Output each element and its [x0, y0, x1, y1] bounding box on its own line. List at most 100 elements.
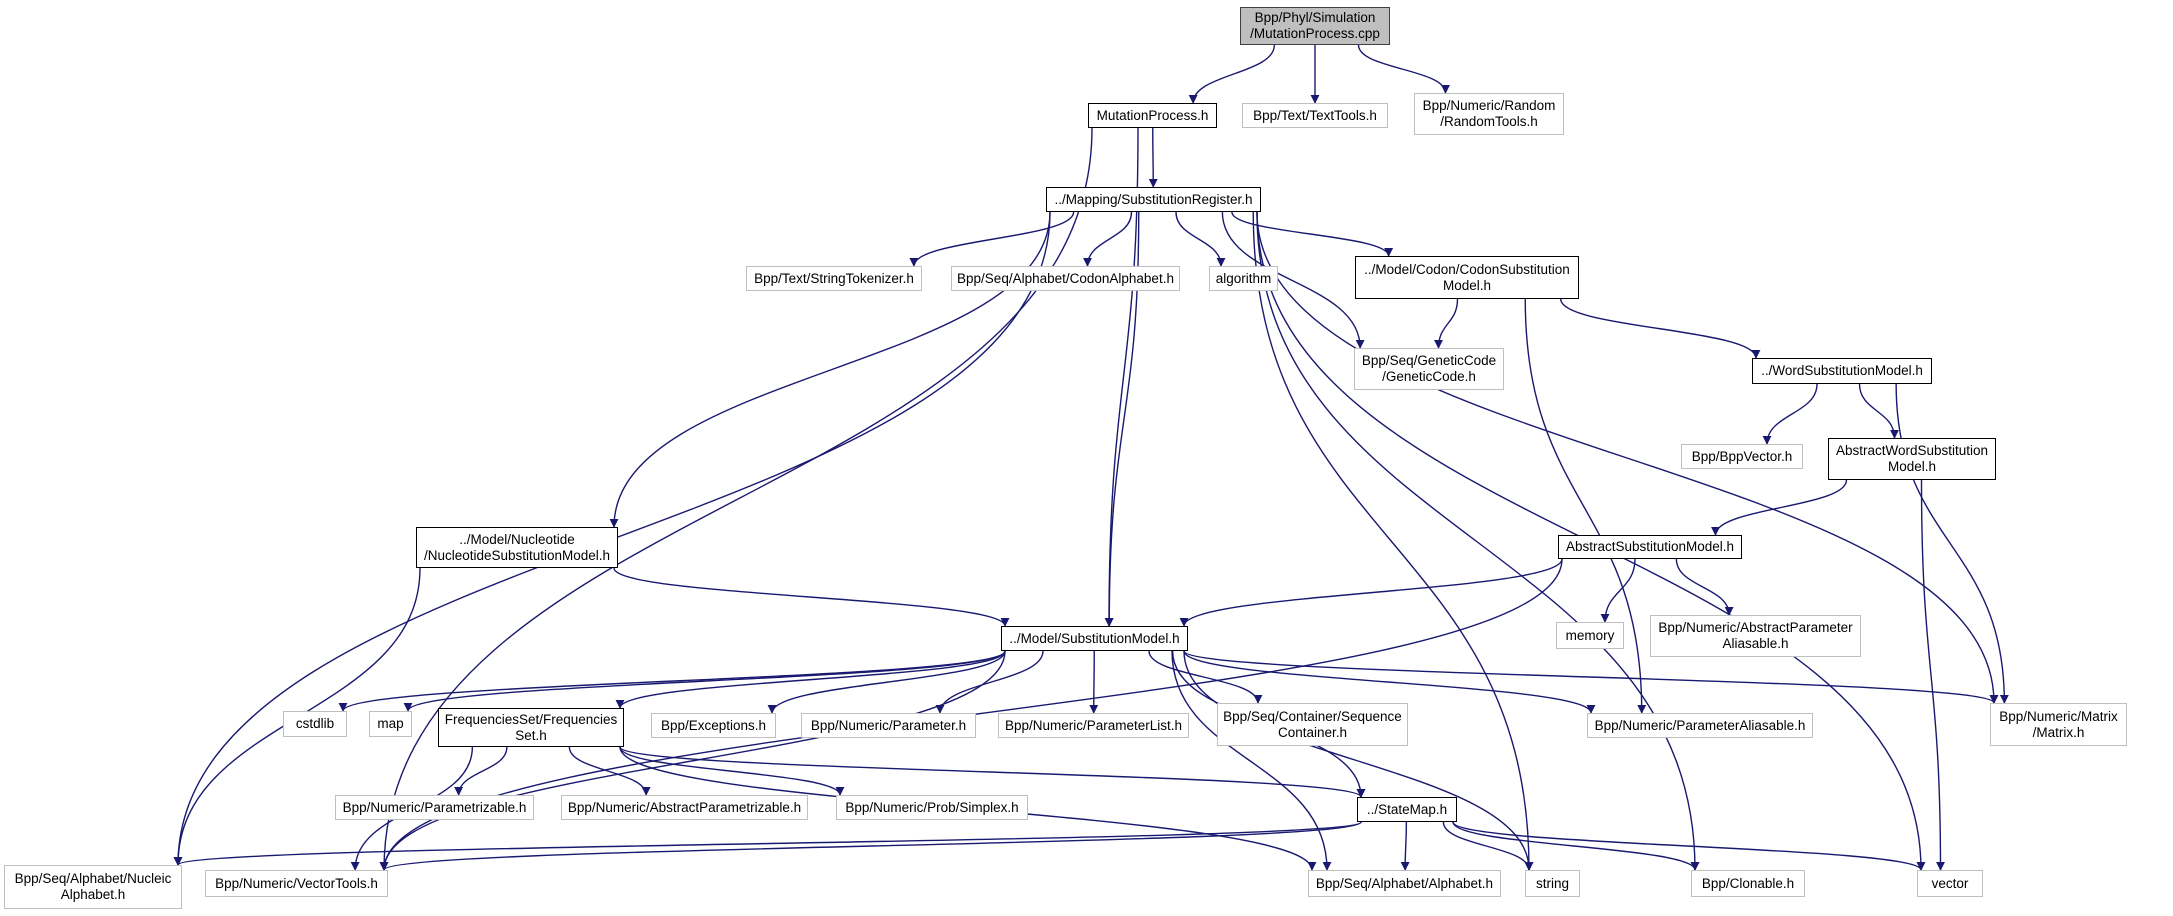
node-memory[interactable]: memory	[1556, 622, 1624, 649]
node-root: Bpp/Phyl/Simulation /MutationProcess.cpp	[1240, 7, 1390, 45]
node-absparamalias[interactable]: Bpp/Numeric/AbstractParameter Aliasable.…	[1650, 615, 1861, 657]
edge-wordsub-to-matrix	[1895, 383, 2009, 704]
node-subreg[interactable]: ../Mapping/SubstitutionRegister.h	[1046, 187, 1261, 212]
node-strtok[interactable]: Bpp/Text/StringTokenizer.h	[746, 266, 922, 291]
node-label: Bpp/Numeric/Prob/Simplex.h	[845, 799, 1019, 815]
edge-abswordsub-to-vector	[1920, 479, 1945, 871]
node-mutproc[interactable]: MutationProcess.h	[1088, 103, 1217, 128]
edge-subreg-to-codonsub	[1231, 211, 1394, 257]
edge-wordsub-to-bppvector	[1762, 383, 1818, 445]
node-label: FrequenciesSet/Frequencies Set.h	[444, 711, 618, 743]
node-statemap[interactable]: ../StateMap.h	[1357, 797, 1457, 822]
node-wordsub[interactable]: ../WordSubstitutionModel.h	[1752, 358, 1932, 384]
node-vectortools[interactable]: Bpp/Numeric/VectorTools.h	[205, 870, 388, 897]
edge-root-to-randomtools	[1357, 44, 1450, 94]
node-freqset[interactable]: FrequenciesSet/Frequencies Set.h	[438, 708, 624, 747]
node-label: Bpp/Numeric/ParameterAliasable.h	[1594, 717, 1806, 733]
node-exceptions[interactable]: Bpp/Exceptions.h	[651, 713, 776, 738]
edge-submodel-to-vectortools	[379, 650, 1006, 871]
node-label: string	[1535, 875, 1569, 891]
node-label: Bpp/Numeric/Parameter.h	[810, 717, 967, 733]
node-abssub[interactable]: AbstractSubstitutionModel.h	[1558, 535, 1742, 559]
node-label: ../WordSubstitutionModel.h	[1761, 363, 1923, 378]
edge-subreg-to-geneticcode	[1221, 211, 1365, 349]
node-label: map	[377, 716, 404, 731]
edge-freqset-to-simplex	[619, 746, 845, 796]
node-label: algorithm	[1215, 270, 1272, 286]
node-label: Bpp/Seq/Alphabet/Nucleic Alphabet.h	[14, 871, 172, 902]
node-simplex[interactable]: Bpp/Numeric/Prob/Simplex.h	[836, 795, 1028, 820]
edge-subreg-to-algorithm	[1175, 211, 1226, 267]
node-cstdlib[interactable]: cstdlib	[283, 711, 347, 737]
node-abswordsub[interactable]: AbstractWordSubstitution Model.h	[1828, 438, 1996, 480]
edge-submodel-to-map	[403, 650, 1006, 712]
node-parametrizable[interactable]: Bpp/Numeric/Parametrizable.h	[335, 795, 534, 820]
node-label: Bpp/Exceptions.h	[660, 717, 767, 733]
edge-nucsub-to-submodel	[613, 567, 1010, 627]
node-label: MutationProcess.h	[1096, 107, 1209, 123]
node-label: Bpp/Numeric/Random /RandomTools.h	[1422, 98, 1556, 129]
edge-statemap-to-string	[1442, 821, 1534, 871]
node-label: Bpp/Text/TextTools.h	[1253, 107, 1377, 123]
node-string[interactable]: string	[1525, 870, 1580, 897]
node-label: ../Model/Codon/CodonSubstitution Model.h	[1364, 261, 1570, 293]
edge-codonsub-to-paramalias	[1524, 298, 1647, 714]
node-matrix[interactable]: Bpp/Numeric/Matrix /Matrix.h	[1990, 703, 2127, 746]
node-parameter[interactable]: Bpp/Numeric/Parameter.h	[801, 713, 976, 738]
edge-abssub-to-submodel	[1179, 558, 1563, 627]
node-label: vector	[1931, 875, 1969, 891]
node-label: cstdlib	[295, 716, 335, 731]
edge-submodel-to-cstdlib	[338, 650, 1006, 712]
node-label: Bpp/Seq/Alphabet/Alphabet.h	[1315, 875, 1494, 891]
node-label: ../Mapping/SubstitutionRegister.h	[1054, 191, 1253, 207]
node-seqcontainer[interactable]: Bpp/Seq/Container/Sequence Container.h	[1217, 703, 1408, 746]
node-nucsub[interactable]: ../Model/Nucleotide /NucleotideSubstitut…	[416, 527, 618, 568]
edge-statemap-to-nucalpha	[173, 821, 1362, 866]
edge-mutproc-to-submodel	[1104, 127, 1139, 627]
edge-root-to-mutproc	[1188, 44, 1276, 104]
node-label: ../Model/Nucleotide /NucleotideSubstitut…	[423, 531, 611, 563]
edge-subreg-to-matrix	[1256, 211, 1999, 704]
node-label: Bpp/Phyl/Simulation /MutationProcess.cpp	[1250, 10, 1380, 41]
edge-submodel-to-paramalias	[1183, 650, 1596, 714]
node-label: AbstractWordSubstitution Model.h	[1835, 443, 1989, 474]
node-codonalpha[interactable]: Bpp/Seq/Alphabet/CodonAlphabet.h	[951, 266, 1180, 291]
node-algorithm[interactable]: algorithm	[1209, 266, 1278, 291]
node-submodel[interactable]: ../Model/SubstitutionModel.h	[1001, 626, 1188, 651]
node-label: Bpp/Text/StringTokenizer.h	[754, 270, 914, 286]
node-label: Bpp/Clonable.h	[1701, 875, 1795, 891]
edge-statemap-to-vectortools	[379, 821, 1362, 871]
node-map[interactable]: map	[369, 711, 412, 737]
node-randomtools[interactable]: Bpp/Numeric/Random /RandomTools.h	[1414, 93, 1564, 135]
edge-submodel-to-seqcontainer	[1148, 650, 1263, 704]
node-label: Bpp/Numeric/ParameterList.h	[1004, 717, 1183, 733]
edge-freqset-to-statemap	[619, 746, 1366, 798]
edge-submodel-to-paramlist	[1089, 650, 1099, 714]
edge-subreg-to-strtok	[909, 211, 1075, 267]
node-label: Bpp/BppVector.h	[1691, 448, 1793, 464]
node-texttools[interactable]: Bpp/Text/TextTools.h	[1242, 103, 1388, 128]
node-paramlist[interactable]: Bpp/Numeric/ParameterList.h	[998, 713, 1189, 738]
edge-abswordsub-to-abssub	[1711, 479, 1848, 536]
edge-abssub-to-memory	[1600, 558, 1636, 623]
node-label: Bpp/Numeric/Matrix /Matrix.h	[1999, 708, 2118, 740]
node-nucalpha[interactable]: Bpp/Seq/Alphabet/Nucleic Alphabet.h	[4, 865, 182, 909]
edge-subreg-to-clonable	[1256, 211, 1700, 871]
edge-subreg-to-codonalpha	[1083, 211, 1133, 267]
node-absparametrizable[interactable]: Bpp/Numeric/AbstractParametrizable.h	[561, 795, 808, 820]
node-bppvector[interactable]: Bpp/BppVector.h	[1681, 444, 1803, 469]
node-label: Bpp/Numeric/Parametrizable.h	[342, 799, 527, 815]
edge-statemap-to-clonable	[1452, 821, 1700, 871]
node-alphabet[interactable]: Bpp/Seq/Alphabet/Alphabet.h	[1308, 870, 1501, 897]
node-geneticcode[interactable]: Bpp/Seq/GeneticCode /GeneticCode.h	[1354, 348, 1504, 390]
node-clonable[interactable]: Bpp/Clonable.h	[1691, 870, 1805, 897]
node-codonsub[interactable]: ../Model/Codon/CodonSubstitution Model.h	[1355, 256, 1579, 299]
node-label: Bpp/Seq/GeneticCode /GeneticCode.h	[1361, 353, 1497, 384]
edge-freqset-to-absparametrizable	[568, 746, 651, 796]
node-vector[interactable]: vector	[1917, 870, 1983, 897]
edge-wordsub-to-abswordsub	[1858, 383, 1899, 439]
edge-statemap-to-alphabet	[1400, 821, 1410, 871]
node-paramalias[interactable]: Bpp/Numeric/ParameterAliasable.h	[1587, 713, 1813, 738]
edge-submodel-to-string	[1183, 650, 1534, 871]
node-label: ../Model/SubstitutionModel.h	[1009, 630, 1180, 646]
